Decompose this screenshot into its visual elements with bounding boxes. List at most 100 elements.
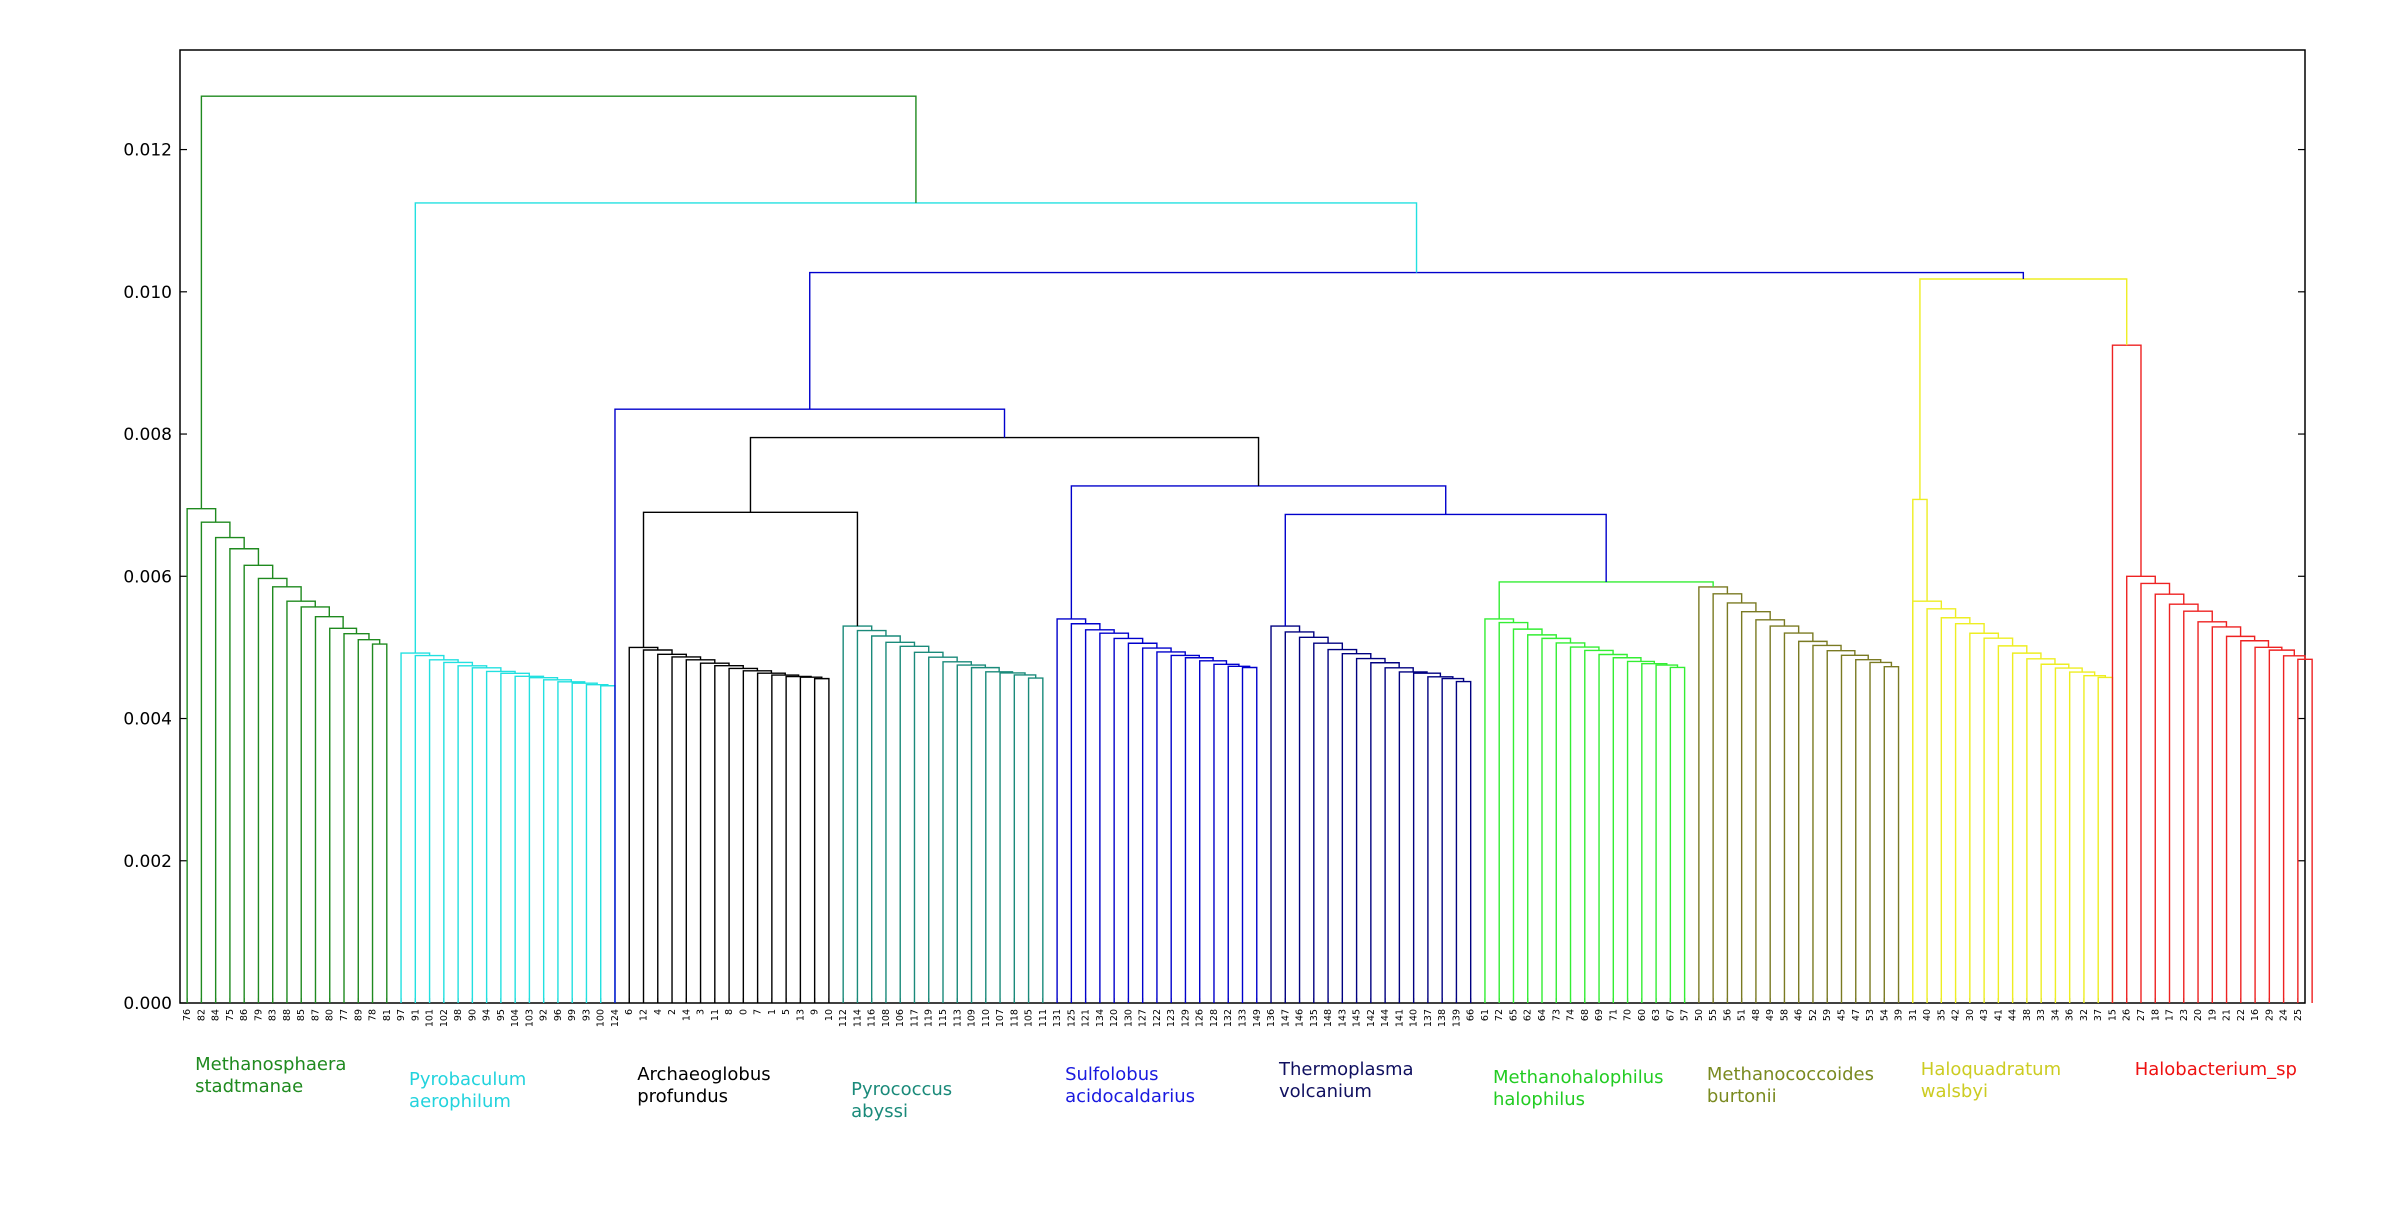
leaf-label: 65 bbox=[1508, 1009, 1519, 1021]
leaf-label: 133 bbox=[1238, 1009, 1249, 1027]
leaf-label: 53 bbox=[1865, 1009, 1876, 1021]
leaf-label: 36 bbox=[2065, 1009, 2076, 1021]
leaf-label: 30 bbox=[1965, 1009, 1976, 1021]
leaf-label: 60 bbox=[1637, 1009, 1648, 1021]
leaf-label: 128 bbox=[1209, 1009, 1220, 1027]
leaf-label: 32 bbox=[2079, 1009, 2090, 1021]
leaf-label: 108 bbox=[881, 1009, 892, 1027]
leaf-label: 46 bbox=[1794, 1009, 1805, 1021]
dendrogram-link bbox=[642, 511, 859, 648]
leaf-label: 102 bbox=[439, 1009, 450, 1027]
cluster-label: Methanosphaera bbox=[195, 1054, 346, 1075]
cluster-label: walsbyi bbox=[1921, 1081, 1988, 1102]
leaf-label: 13 bbox=[795, 1009, 806, 1021]
leaf-label: 110 bbox=[981, 1009, 992, 1027]
leaf-label: 146 bbox=[1295, 1009, 1306, 1027]
dendrogram-link bbox=[400, 652, 431, 1003]
leaf-label: 74 bbox=[1566, 1009, 1577, 1021]
dendrogram-link bbox=[1655, 664, 1679, 1003]
dendrogram-link bbox=[2168, 603, 2199, 1003]
leaf-label: 20 bbox=[2193, 1009, 2204, 1021]
dendrogram-link bbox=[928, 656, 958, 1003]
dendrogram-link bbox=[457, 665, 488, 1003]
leaf-label: 6 bbox=[624, 1009, 635, 1015]
cluster-label: Methanococcoides bbox=[1707, 1064, 1874, 1085]
leaf-label: 9 bbox=[810, 1009, 821, 1015]
leaf-label: 24 bbox=[2279, 1009, 2290, 1021]
leaf-label: 126 bbox=[1195, 1009, 1206, 1027]
dendrogram-link bbox=[300, 606, 331, 1003]
leaf-label: 78 bbox=[368, 1009, 379, 1021]
leaf-label: 37 bbox=[2093, 1009, 2104, 1021]
leaf-label: 141 bbox=[1394, 1009, 1405, 1027]
cluster-label: Sulfolobus bbox=[1065, 1064, 1158, 1085]
cluster-label: acidocaldarius bbox=[1065, 1086, 1195, 1107]
leaf-label: 132 bbox=[1223, 1009, 1234, 1027]
cluster-label: Halobacterium_sp bbox=[2135, 1059, 2297, 1080]
dendrogram-link bbox=[1441, 677, 1465, 1003]
leaf-label: 119 bbox=[924, 1009, 935, 1027]
leaf-label: 140 bbox=[1409, 1009, 1420, 1027]
dendrogram-link bbox=[1313, 642, 1344, 1003]
leaf-label: 67 bbox=[1665, 1009, 1676, 1021]
leaf-label: 27 bbox=[2136, 1009, 2147, 1021]
leaf-label: 118 bbox=[1009, 1009, 1020, 1027]
ytick-label: 0.000 bbox=[123, 994, 172, 1014]
dendrogram-link bbox=[2197, 621, 2228, 1003]
dendrogram-link bbox=[1427, 676, 1454, 1003]
dendrogram-link bbox=[999, 672, 1026, 1003]
leaf-label: 64 bbox=[1537, 1009, 1548, 1021]
leaf-label: 148 bbox=[1323, 1009, 1334, 1027]
leaf-label: 66 bbox=[1466, 1009, 1477, 1021]
leaf-label: 51 bbox=[1737, 1009, 1748, 1021]
dendrogram-link bbox=[600, 685, 616, 1003]
leaf-label: 40 bbox=[1922, 1009, 1933, 1021]
leaf-label: 130 bbox=[1123, 1009, 1134, 1027]
dendrogram-link bbox=[2268, 649, 2295, 1003]
dendrogram-link bbox=[1213, 663, 1240, 1003]
leaf-label: 86 bbox=[239, 1009, 250, 1021]
leaf-label: 79 bbox=[253, 1009, 264, 1021]
leaf-label: 87 bbox=[310, 1009, 321, 1021]
leaf-label: 73 bbox=[1551, 1009, 1562, 1021]
dendrogram-link bbox=[1912, 498, 1928, 1003]
leaf-label: 106 bbox=[895, 1009, 906, 1027]
cluster-label: volcanium bbox=[1279, 1081, 1372, 1102]
leaf-label: 26 bbox=[2122, 1009, 2133, 1021]
dendrogram-link bbox=[2111, 344, 2142, 1003]
dendrogram-link bbox=[1919, 278, 2128, 500]
leaf-label: 93 bbox=[581, 1009, 592, 1021]
leaf-label: 72 bbox=[1494, 1009, 1505, 1021]
dendrogram-link bbox=[329, 627, 358, 1003]
leaf-label: 95 bbox=[496, 1009, 507, 1021]
leaf-label: 122 bbox=[1152, 1009, 1163, 1027]
leaf-label: 68 bbox=[1580, 1009, 1591, 1021]
leaf-label: 144 bbox=[1380, 1009, 1391, 1027]
dendrogram-link bbox=[614, 408, 1006, 1003]
cluster-label: aerophilum bbox=[409, 1091, 511, 1112]
leaf-label: 88 bbox=[282, 1009, 293, 1021]
leaf-label: 81 bbox=[382, 1009, 393, 1021]
leaf-label: 54 bbox=[1879, 1009, 1890, 1021]
leaf-label: 17 bbox=[2165, 1009, 2176, 1021]
ytick-label: 0.002 bbox=[123, 852, 172, 872]
leaf-label: 142 bbox=[1366, 1009, 1377, 1027]
leaf-label: 19 bbox=[2207, 1009, 2218, 1021]
dendrogram-link bbox=[1398, 671, 1428, 1003]
leaf-label: 82 bbox=[196, 1009, 207, 1021]
leaf-label: 41 bbox=[1993, 1009, 2004, 1021]
leaf-label: 125 bbox=[1066, 1009, 1077, 1027]
leaf-label: 114 bbox=[852, 1009, 863, 1027]
leaf-label: 121 bbox=[1081, 1009, 1092, 1027]
leaf-label: 14 bbox=[681, 1009, 692, 1021]
leaf-label: 129 bbox=[1180, 1009, 1191, 1027]
dendrogram-link bbox=[343, 632, 370, 1003]
cluster-label: stadtmanae bbox=[195, 1076, 303, 1097]
leaf-label: 113 bbox=[952, 1009, 963, 1027]
dendrogram-link bbox=[771, 674, 800, 1003]
leaf-label: 96 bbox=[553, 1009, 564, 1021]
dendrogram-link bbox=[985, 671, 1014, 1003]
leaf-label: 1 bbox=[767, 1009, 778, 1015]
cluster-label: halophilus bbox=[1493, 1089, 1585, 1110]
